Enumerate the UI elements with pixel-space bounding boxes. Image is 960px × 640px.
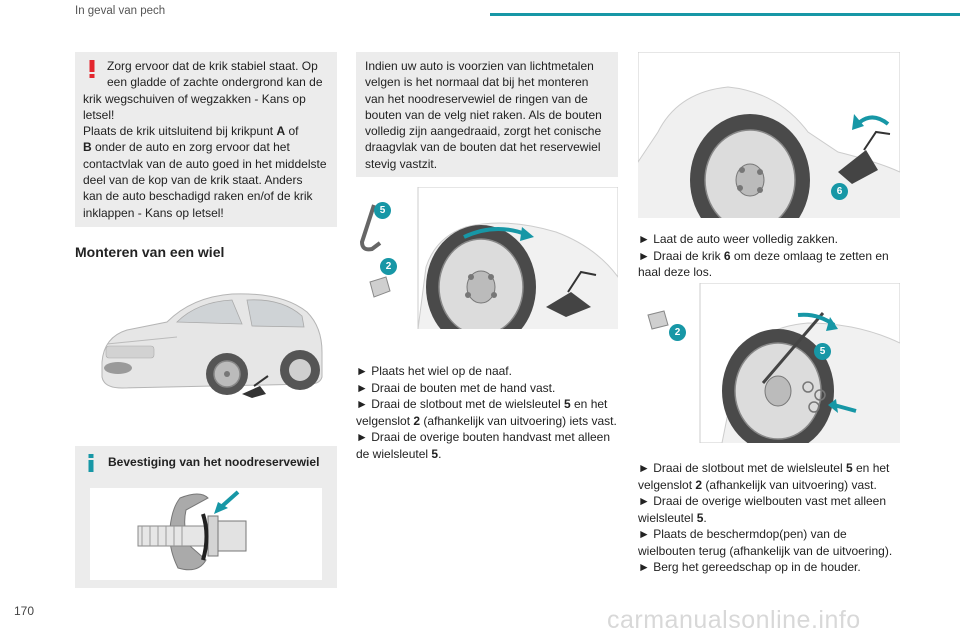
alloy-wheel-note-box: Indien uw auto is voorzien van lichtmeta… — [356, 52, 618, 177]
step-line: ► Draai de slotbout met de wielsleutel 5… — [638, 460, 900, 477]
warning-line: Zorg ervoor dat de krik stabiel staat. O… — [107, 59, 318, 73]
warning-text-span: Plaats de krik uitsluitend bij krikpunt — [83, 124, 277, 139]
header-accent-bar — [490, 13, 960, 16]
note-line: van het noodreservewiel de ringen van de — [365, 91, 588, 106]
step-text: velgenslot — [356, 413, 414, 428]
callout-badge-5: 5 — [374, 202, 391, 219]
step-ref-number: 2 — [695, 477, 703, 492]
callout-badge-2: 2 — [380, 258, 397, 275]
warning-line: B onder de auto en zorg ervoor dat het — [83, 139, 331, 155]
middle-step-list: ► Plaats het wiel op de naaf. ► Draai de… — [356, 363, 618, 462]
jack-point-b: B — [83, 140, 92, 155]
callout-badge-5: 5 — [814, 343, 831, 360]
warning-line: Plaats de krik uitsluitend bij krikpunt … — [83, 123, 331, 139]
step-ref-number: 5 — [845, 461, 853, 475]
wheel-mounting-illustration: 5 2 — [356, 187, 618, 329]
car-jacked-illustration — [82, 282, 330, 412]
callout-badge-6: 6 — [831, 183, 848, 200]
step-text: de wielsleutel — [356, 446, 432, 461]
running-header-title: In geval van pech — [75, 5, 166, 17]
step-text: velgenslot — [638, 477, 696, 492]
step-ref-number: 5 — [696, 510, 704, 525]
warning-line: kan de auto beschadigd raken en/of de kr… — [83, 189, 313, 204]
step-line: ► Draai de krik 6 om deze omlaag te zett… — [638, 248, 900, 265]
step-line: ► Berg het gereedschap op in de houder. — [638, 560, 861, 574]
step-text: . — [703, 510, 707, 525]
step-text: en het — [570, 397, 608, 411]
step-line: ► Draai de overige wielbouten vast met a… — [638, 494, 887, 508]
warning-box: Zorg ervoor dat de krik stabiel staat. O… — [75, 52, 337, 227]
note-text: Indien uw auto is voorzien van lichtmeta… — [365, 58, 611, 172]
note-line: draagvlak van de bouten dat het reservew… — [365, 140, 601, 155]
step-line: haal deze los. — [638, 265, 713, 279]
exclamation-icon — [88, 59, 96, 83]
callout-badge-2: 2 — [669, 324, 686, 341]
right-top-step-list: ► Laat de auto weer volledig zakken. ► D… — [638, 231, 900, 281]
bolt-tightening-illustration: 2 5 — [638, 283, 900, 443]
info-box-title: Bevestiging van het noodreservewiel — [108, 455, 320, 469]
step-ref-number: 2 — [413, 413, 421, 428]
step-text: . — [438, 446, 442, 461]
step-ref-number: 5 — [431, 446, 439, 461]
warning-text-span: of — [285, 124, 299, 139]
step-line: de wielsleutel 5. — [356, 446, 618, 463]
step-text: (afhankelijk van uitvoering) vast. — [702, 477, 877, 492]
step-text: ► Draai de krik — [638, 248, 724, 263]
note-line: stevig vastzit. — [365, 156, 438, 171]
note-line: bouten van de velg niet raken. Als de bo… — [365, 107, 602, 122]
note-line: Indien uw auto is voorzien van lichtmeta… — [365, 59, 594, 73]
warning-line: een gladde of zachte ondergrond kan de — [107, 75, 323, 90]
step-text: ► Draai de slotbout met de wielsleutel — [638, 461, 846, 475]
step-line: ► Plaats het wiel op de naaf. — [356, 364, 512, 378]
step-line: wielsleutel 5. — [638, 510, 900, 527]
step-line: ► Plaats de beschermdop(pen) van de — [638, 527, 847, 541]
right-bottom-step-list: ► Draai de slotbout met de wielsleutel 5… — [638, 460, 900, 576]
step-line: ► Draai de bouten met de hand vast. — [356, 380, 556, 395]
step-text: ► Draai de slotbout met de wielsleutel — [356, 397, 564, 411]
step-line: ► Draai de slotbout met de wielsleutel 5… — [356, 396, 618, 413]
step-ref-number: 5 — [563, 397, 571, 411]
info-icon — [87, 454, 95, 472]
watermark: carmanualsonline.info — [607, 606, 861, 634]
jack-lowering-illustration: 6 — [638, 52, 900, 218]
step-text: (afhankelijk van uitvoering) iets vast. — [420, 413, 617, 428]
warning-line: inklappen - Kans op letsel! — [83, 205, 224, 220]
step-line: velgenslot 2 (afhankelijk van uitvoering… — [356, 413, 618, 430]
warning-line: letsel! — [83, 107, 115, 122]
step-line: ► Draai de overige bouten handvast met a… — [356, 430, 611, 444]
step-text: en het — [852, 461, 890, 475]
step-ref-number: 6 — [723, 248, 731, 263]
step-line: wielbouten terug (afhankelijk van de uit… — [638, 543, 893, 558]
step-text: wielsleutel — [638, 510, 697, 525]
warning-line: krik wegschuiven of wegzakken - Kans op — [83, 91, 306, 106]
note-line: volledig zijn aangedraaid, zorgt het con… — [365, 124, 602, 139]
page-number: 170 — [14, 604, 35, 618]
info-box: Bevestiging van het noodreservewiel — [75, 446, 337, 588]
step-line: velgenslot 2 (afhankelijk van uitvoering… — [638, 477, 900, 494]
jack-point-a: A — [276, 124, 286, 139]
note-line: velgen is het normaal dat bij het monter… — [365, 75, 589, 90]
wheel-bolt-illustration — [90, 488, 322, 580]
step-text: om deze omlaag te zetten en — [730, 248, 889, 263]
warning-text: Zorg ervoor dat de krik stabiel staat. O… — [83, 58, 331, 221]
warning-line: contactvlak van de auto goed in het midd… — [83, 156, 327, 171]
step-line: ► Laat de auto weer volledig zakken. — [638, 232, 838, 246]
warning-line: deel van de kop van de krik staat. Ander… — [83, 173, 303, 188]
warning-text-span: onder de auto en zorg ervoor dat het — [91, 140, 290, 155]
section-heading: Monteren van een wiel — [75, 244, 225, 260]
